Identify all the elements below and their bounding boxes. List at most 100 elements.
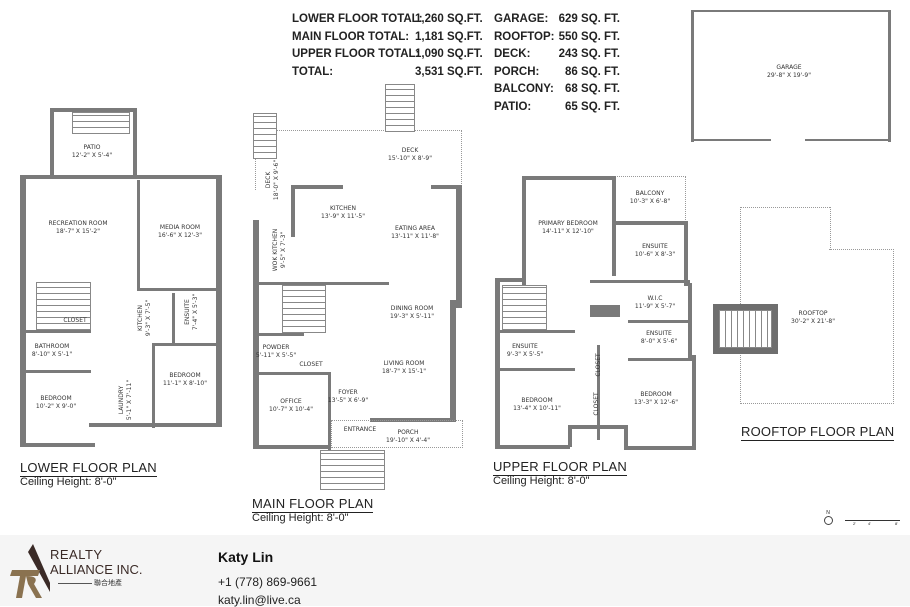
room-name: KITCHEN — [329, 205, 356, 212]
area-label: PATIO: — [494, 100, 532, 113]
room-name: ROOFTOP — [798, 310, 828, 317]
staircase — [502, 285, 547, 330]
area-totals: GARAGE:629 SQ. FT. ROOFTOP:550 SQ. FT. D… — [494, 11, 620, 116]
wall — [597, 345, 600, 440]
room-entrance: ENTRANCE — [344, 426, 376, 434]
room-name: FOYER — [338, 389, 358, 396]
wall — [20, 175, 222, 179]
room-name: BATHROOM — [34, 343, 70, 350]
room-dimensions: 13'-5" X 6'-9" — [327, 397, 369, 404]
room-closet: CLOSET — [299, 361, 322, 369]
agent-email[interactable]: katy.lin@live.ca — [218, 593, 301, 607]
wall — [328, 372, 331, 450]
wall — [216, 175, 222, 427]
wall — [628, 358, 692, 361]
wall — [89, 423, 222, 427]
room-name: WOK KITCHEN — [272, 228, 279, 272]
room-dimensions: 12'-2" X 5'-4" — [71, 152, 113, 159]
total-value: 1,090 SQ.FT. — [415, 48, 483, 60]
area-label: BALCONY: — [494, 83, 554, 95]
room-dimensions: 9'-5" X 7'-3" — [280, 231, 287, 269]
plan-title: LOWER FLOOR PLAN — [20, 460, 157, 477]
room-name: RECREATION ROOM — [48, 220, 108, 227]
deck-stair — [385, 84, 415, 132]
room-name: ENSUITE — [642, 243, 668, 250]
total-value: 1,260 SQ.FT. — [415, 13, 483, 25]
wall — [691, 10, 694, 142]
room-name: EATING AREA — [394, 225, 436, 232]
room-dimensions: 29'-8" X 19'-9" — [767, 72, 811, 79]
wall — [691, 139, 771, 141]
wall — [152, 343, 218, 346]
room-name: BEDROOM — [40, 395, 72, 402]
wall — [692, 355, 696, 450]
ceiling-height: Ceiling Height: 8'-0" — [20, 476, 117, 488]
wall — [253, 220, 259, 448]
room-dimensions: 11'-1" X 8'-10" — [163, 380, 207, 387]
total-value: 1,181 SQ.FT. — [415, 30, 483, 43]
wall — [568, 425, 572, 447]
total-label: LOWER FLOOR TOTAL: — [292, 13, 423, 25]
area-label: GARAGE: — [494, 13, 549, 25]
room-dimensions: 8'-0" X 5'-6" — [640, 338, 678, 345]
room-name: KITCHEN — [137, 305, 144, 331]
area-label: ROOFTOP: — [494, 30, 555, 43]
wall — [137, 180, 140, 290]
area-label: DECK: — [494, 48, 531, 60]
room-dimensions: 5'-1" X 7'-11" — [126, 379, 133, 421]
room-dimensions: 10'-6" X 8'-3" — [634, 251, 676, 258]
total-label: TOTAL: — [292, 65, 334, 78]
wall — [152, 343, 155, 428]
area-value: 86 SQ. FT. — [565, 65, 620, 78]
room-name: DECK — [401, 147, 419, 154]
area-label: PORCH: — [494, 65, 540, 78]
room-dimensions: 16'-6" X 12'-3" — [158, 232, 202, 239]
room-name: ENSUITE — [184, 299, 191, 325]
logo-text: ALLIANCE INC. — [50, 562, 143, 577]
room-name: POWDER — [262, 344, 290, 351]
wall — [612, 221, 688, 225]
room-dimensions: 15'-10" X 8'-9" — [388, 155, 432, 162]
wall — [259, 282, 389, 285]
rooftop-outline — [829, 207, 831, 250]
wall — [26, 370, 91, 373]
room-name: PORCH — [397, 429, 419, 436]
room-dimensions: 8'-10" X 5'-1" — [31, 351, 73, 358]
area-value: 243 SQ. FT. — [558, 48, 620, 60]
room-name: CLOSET — [593, 392, 600, 416]
plan-title: MAIN FLOOR PLAN — [252, 496, 374, 513]
wall — [500, 368, 575, 371]
staircase — [36, 282, 91, 330]
wall — [50, 108, 54, 178]
wall — [624, 425, 628, 450]
logo-mark-icon — [10, 544, 50, 598]
wall — [691, 10, 891, 12]
staircase — [719, 310, 772, 348]
room-dimensions: 14'-11" X 12'-10" — [542, 228, 594, 235]
floor-totals: LOWER FLOOR TOTAL:1,260 SQ.FT. MAIN FLOO… — [292, 11, 483, 81]
room-name: GARAGE — [776, 64, 802, 71]
wall — [172, 293, 175, 343]
agent-phone[interactable]: +1 (778) 869-9661 — [218, 575, 318, 589]
wall — [612, 176, 616, 276]
room-name: DINING ROOM — [390, 305, 434, 312]
area-value: 65 SQ. FT. — [565, 100, 620, 113]
room-closet: CLOSET — [595, 353, 603, 376]
logo-divider — [58, 583, 92, 584]
room-name: OFFICE — [280, 398, 302, 405]
room-name: DECK — [265, 171, 272, 189]
scale-label: 4' — [868, 521, 871, 526]
scale-bar — [845, 520, 900, 521]
